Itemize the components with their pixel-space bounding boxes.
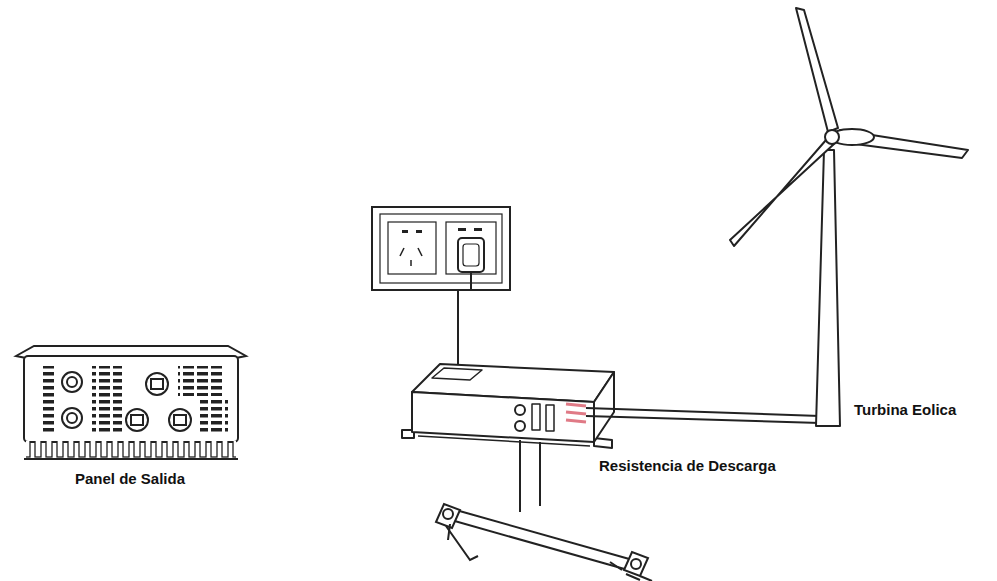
- output-panel: [16, 346, 246, 459]
- inverter-box: [402, 364, 614, 448]
- part-label: Resistencia de Descarga: [597, 457, 778, 475]
- wall-outlet: [372, 207, 510, 290]
- turbine-wire: [586, 408, 820, 423]
- outlet-wire: [457, 290, 459, 368]
- wind-turbine: [730, 8, 968, 426]
- part-label: Turbina Eolica: [852, 401, 958, 419]
- part-label: Panel de Salida: [73, 470, 187, 488]
